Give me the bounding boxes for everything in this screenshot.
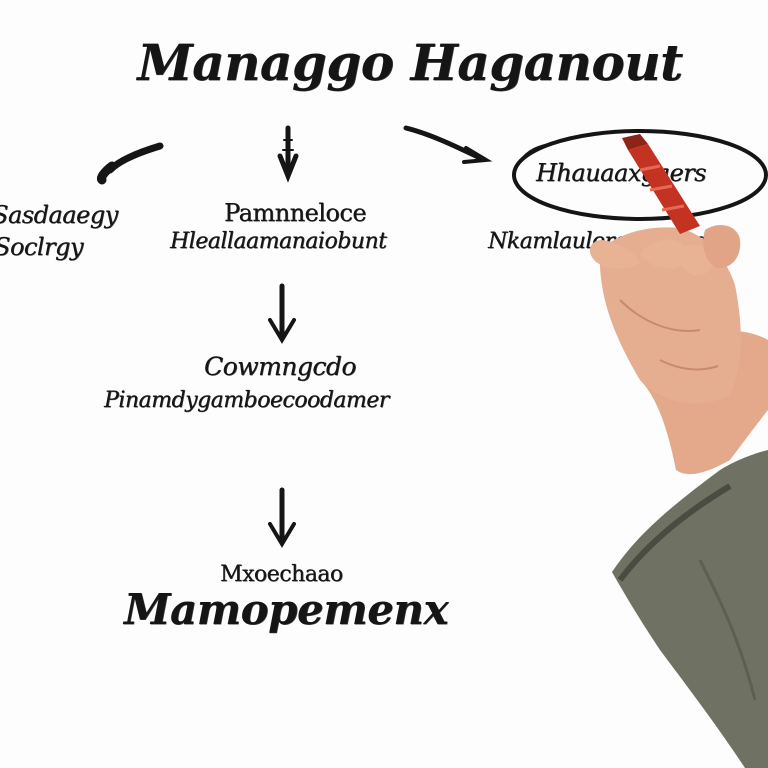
circle-overlap-stroke bbox=[518, 142, 553, 163]
middle-branch-line-1: Pamnneloce bbox=[224, 199, 367, 227]
arrow-to-bottom-node bbox=[268, 487, 296, 548]
left-branch-line-2: Soclrgy bbox=[0, 233, 83, 261]
keyword-circle bbox=[512, 129, 768, 221]
arrow-middle-branch bbox=[277, 125, 299, 183]
arrow-to-center-node bbox=[268, 283, 296, 344]
hand-holding-marker-illustration bbox=[589, 134, 768, 768]
center-node-line-2: Pinamdygamboecoodamer bbox=[104, 388, 389, 413]
bottom-node-line-1: Mxoechaao bbox=[220, 562, 343, 587]
left-branch-line-1: Sasdaaegy bbox=[0, 201, 118, 229]
middle-branch-line-2: Hleallaamanaiobunt bbox=[170, 229, 387, 254]
diagram-title: Managgo Haganout bbox=[137, 33, 683, 92]
circled-keyword: Hhauaaxgaers bbox=[536, 159, 706, 187]
center-node-line-1: Cowmngcdo bbox=[204, 352, 356, 381]
arrow-right-branch bbox=[403, 125, 493, 164]
arrow-left-branch bbox=[97, 142, 164, 185]
bottom-node-line-2: Mamopemenx bbox=[124, 585, 449, 634]
